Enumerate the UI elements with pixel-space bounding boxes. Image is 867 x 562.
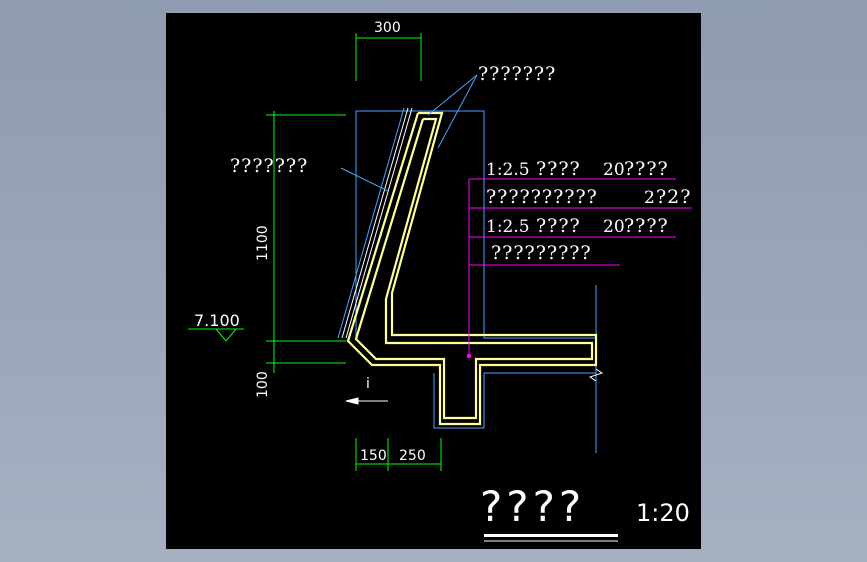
- title-underline-thick: [484, 534, 618, 537]
- label-leaders: [340, 74, 478, 192]
- concrete-section: [346, 111, 598, 426]
- dim-height-main: 1100: [255, 225, 271, 261]
- dimension-lines: [188, 33, 442, 471]
- layer-leaders: [466, 178, 692, 359]
- layer-note-3: 1:2.5 ???? 20 ????: [486, 215, 669, 237]
- waterproof-lines-b: [341, 107, 409, 339]
- svg-text:1:2.5: 1:2.5: [486, 217, 530, 237]
- section-inner: [354, 117, 594, 420]
- svg-text:?2?: ?2?: [656, 186, 691, 208]
- layer-note-2: ?????????? 2 ?2?: [486, 186, 691, 208]
- elevation-marker: [215, 328, 237, 342]
- waterproof-lines-c: [337, 107, 405, 339]
- label-top-right: ???????: [478, 63, 556, 85]
- svg-text:??????????: ??????????: [486, 186, 598, 208]
- dim-base-left: 150: [360, 448, 387, 464]
- drawing-title: ????: [480, 482, 585, 531]
- svg-text:????: ????: [624, 158, 669, 180]
- layer-note-4: ?????????: [491, 242, 592, 264]
- dim-base-right: 250: [399, 448, 426, 464]
- dim-width-top: 300: [374, 20, 401, 36]
- dim-height-bottom: 100: [255, 371, 271, 398]
- svg-text:????: ????: [624, 215, 669, 237]
- slope-mark: i: [366, 376, 370, 392]
- slope-arrow: [345, 397, 388, 405]
- svg-text:20: 20: [603, 160, 625, 180]
- svg-text:????: ????: [536, 158, 581, 180]
- svg-text:2: 2: [644, 188, 655, 208]
- break-symbol: [588, 368, 604, 382]
- section-outer: [346, 111, 598, 426]
- svg-text:????: ????: [536, 215, 581, 237]
- drawing-scale: 1:20: [636, 499, 690, 527]
- svg-text:1:2.5: 1:2.5: [486, 160, 530, 180]
- label-left-side: ???????: [230, 155, 308, 177]
- layer-note-1: 1:2.5 ???? 20 ????: [486, 158, 669, 180]
- parapet-detail-drawing: 300 1100 100 150 250 7.100 i ??????? ???…: [188, 20, 692, 542]
- beam-outline: [433, 372, 596, 429]
- svg-text:20: 20: [603, 217, 625, 237]
- parapet-outer-outline: [356, 110, 596, 339]
- structure-outline: [337, 107, 597, 453]
- waterproof-lines-a: [345, 107, 413, 339]
- cad-viewport[interactable]: 300 1100 100 150 250 7.100 i ??????? ???…: [166, 13, 701, 549]
- svg-text:?????????: ?????????: [491, 242, 592, 264]
- elevation-value: 7.100: [194, 311, 240, 330]
